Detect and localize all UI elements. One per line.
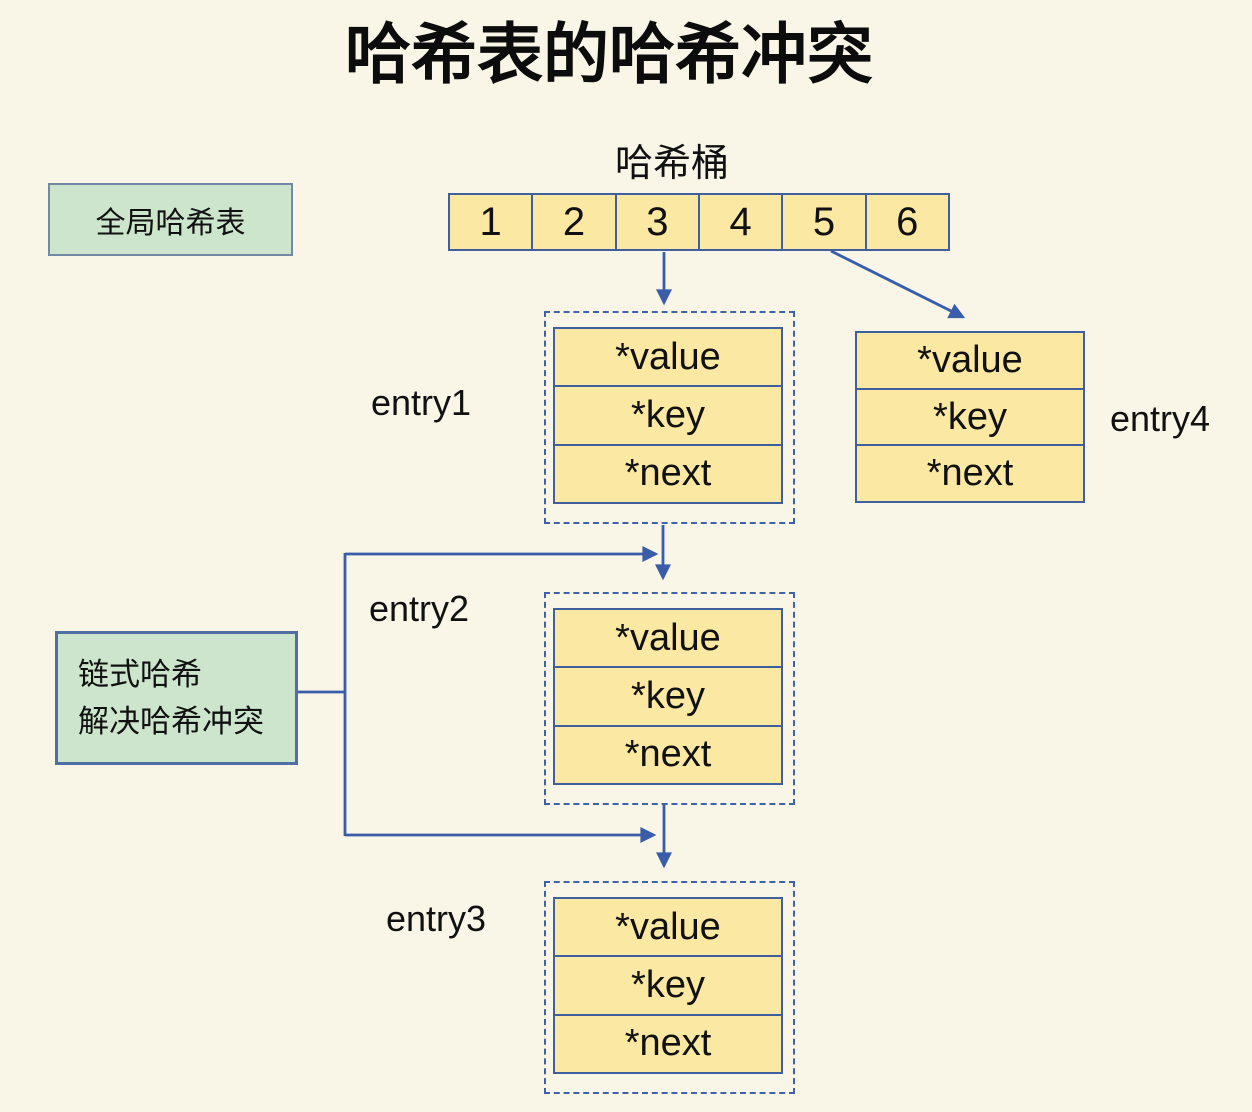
entry3-field-key: *key — [553, 955, 783, 1016]
entry2-field-key: *key — [553, 666, 783, 727]
entry4-label: entry4 — [1110, 398, 1211, 439]
entry1-dashed-box: *value *key *next — [544, 311, 795, 524]
arrow-bucket5-to-entry4 — [830, 249, 966, 319]
bucket-cell-4: 4 — [697, 193, 784, 251]
global-hash-table-note: 全局哈希表 — [48, 183, 293, 256]
chain-hash-note: 链式哈希 解决哈希冲突 — [55, 631, 298, 765]
entry1-field-value: *value — [553, 327, 783, 388]
bucket-cell-5: 5 — [781, 193, 867, 251]
entry3-field-value: *value — [553, 897, 783, 958]
entry2-field-value: *value — [553, 608, 783, 669]
entry4-record: *value *key *next — [855, 331, 1085, 504]
entry2-dashed-box: *value *key *next — [544, 592, 795, 805]
entry2-record: *value *key *next — [553, 608, 783, 785]
hash-bucket-array: 1 2 3 4 5 6 — [448, 193, 950, 251]
entry3-dashed-box: *value *key *next — [544, 881, 795, 1094]
entry1-field-key: *key — [553, 385, 783, 446]
page-title: 哈希表的哈希冲突 — [345, 17, 873, 91]
hash-bucket-label: 哈希桶 — [614, 143, 729, 185]
bucket-cell-1: 1 — [448, 193, 534, 251]
entry3-record: *value *key *next — [553, 897, 783, 1074]
bucket-cell-6: 6 — [864, 193, 950, 251]
entry1-field-next: *next — [553, 443, 783, 504]
entry2-label: entry2 — [369, 588, 470, 629]
chain-hash-note-line1: 链式哈希 — [78, 657, 202, 692]
entry4-field-next: *next — [855, 444, 1085, 504]
entry2-field-next: *next — [553, 724, 783, 785]
bucket-cell-3: 3 — [614, 193, 700, 251]
bucket-cell-2: 2 — [531, 193, 617, 251]
entry1-label: entry1 — [371, 382, 472, 423]
entry1-record: *value *key *next — [553, 327, 783, 504]
global-hash-table-label: 全局哈希表 — [95, 206, 246, 240]
entry4-field-value: *value — [855, 331, 1085, 390]
chain-hash-note-line2: 解决哈希冲突 — [78, 704, 264, 739]
entry3-label: entry3 — [386, 898, 487, 939]
entry4-field-key: *key — [855, 387, 1085, 447]
entry3-field-next: *next — [553, 1013, 783, 1074]
